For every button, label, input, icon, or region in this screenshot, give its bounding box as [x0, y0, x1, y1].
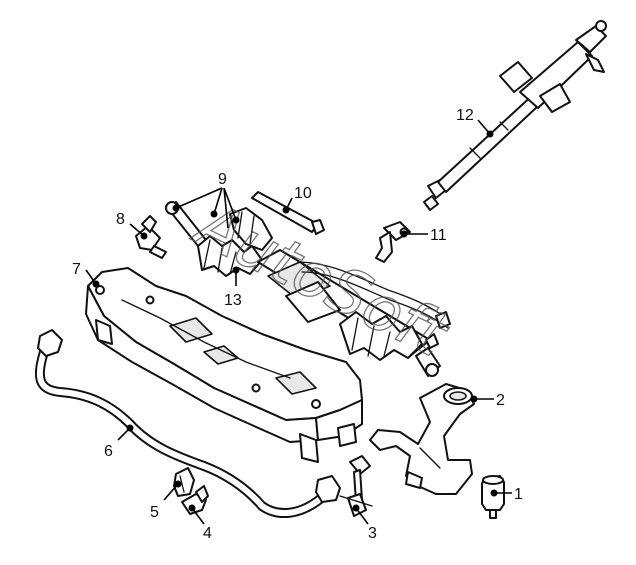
- clamp: [181, 485, 209, 515]
- callout-label-12: 12: [456, 107, 474, 124]
- lower-control-arm: [369, 383, 475, 495]
- callout-label-2: 2: [496, 392, 505, 409]
- callout-label-9: 9: [218, 171, 227, 188]
- steering-column-shaft: [423, 20, 607, 211]
- callout-label-11: 11: [430, 227, 447, 244]
- callout-5: 5: [150, 480, 182, 521]
- callout-label-4: 4: [203, 525, 212, 542]
- callout-label-3: 3: [368, 525, 377, 542]
- callout-12: 12: [456, 107, 494, 138]
- tie-rod-end-left: [135, 215, 167, 259]
- callout-11: 11: [400, 227, 447, 244]
- callout-label-1: 1: [514, 486, 523, 503]
- callout-label-13: 13: [224, 292, 242, 309]
- callout-label-8: 8: [116, 211, 125, 228]
- arm-bushing: [481, 475, 505, 519]
- callout-2: 2: [470, 392, 505, 409]
- callout-4: 4: [188, 504, 212, 542]
- mounting-bracket: [375, 221, 411, 263]
- steering-rack: [165, 201, 451, 377]
- stabilizer-link: [339, 455, 373, 517]
- callout-3: 3: [352, 504, 377, 542]
- callout-label-10: 10: [294, 185, 312, 202]
- callout-10: 10: [282, 185, 312, 214]
- callout-13: 13: [224, 266, 242, 309]
- callout-label-7: 7: [72, 261, 81, 278]
- stabilizer-bar: [34, 329, 341, 519]
- callout-9: 9: [172, 171, 240, 229]
- callout-label-5: 5: [150, 504, 159, 521]
- bushing: [173, 467, 195, 497]
- callout-1: 1: [490, 486, 523, 503]
- callout-6: 6: [104, 424, 134, 460]
- callout-7: 7: [72, 261, 100, 288]
- callout-8: 8: [116, 211, 148, 240]
- crossmember: [85, 267, 363, 463]
- callout-label-6: 6: [104, 443, 113, 460]
